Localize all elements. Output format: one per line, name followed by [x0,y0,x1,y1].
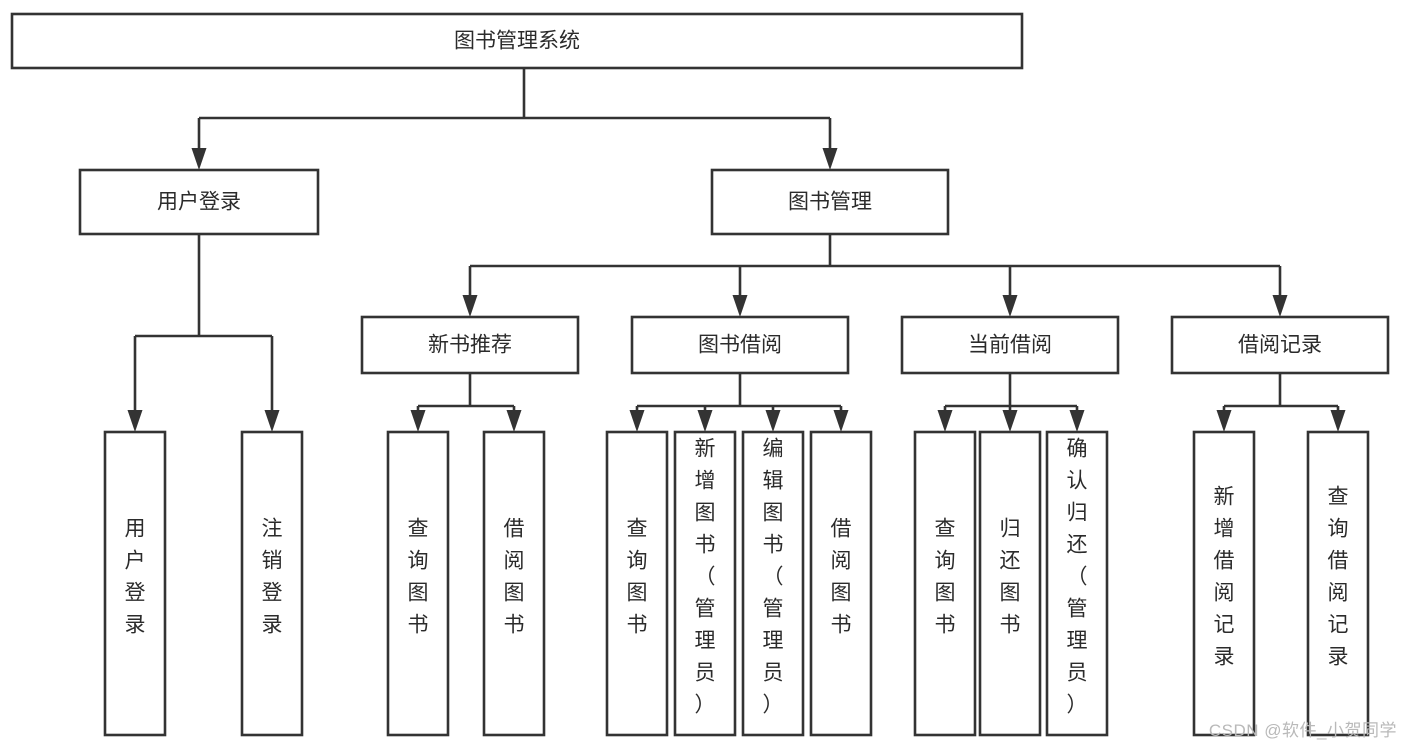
connector-group-book-borrow [629,373,849,432]
node-box[interactable] [360,315,580,375]
node-box[interactable] [630,315,850,375]
node-box[interactable] [605,430,669,737]
node-leaf-rec-query-book[interactable]: 查询图书 [386,430,450,737]
node-leaf-borrow-add-book[interactable]: 新增图书（管理员） [673,430,737,737]
arrow-head-icon [127,410,143,432]
node-book-borrow[interactable]: 图书借阅 [630,315,850,375]
node-user-login[interactable]: 用户登录 [78,168,320,236]
node-box[interactable] [1170,315,1390,375]
node-label: 用户登录 [125,518,146,637]
arrow-head-icon [1069,410,1085,432]
node-label: 图书管理 [788,191,872,214]
node-leaf-current-query-book[interactable]: 查询图书 [913,430,977,737]
node-box[interactable] [900,315,1120,375]
node-box[interactable] [741,430,805,737]
node-borrow-record[interactable]: 借阅记录 [1170,315,1390,375]
node-label: 注销登录 [262,518,283,637]
node-label: 借阅记录 [1238,334,1322,357]
node-box[interactable] [1192,430,1256,737]
connector-group-borrow-record [1216,373,1346,432]
node-label: 查询图书 [408,518,429,637]
connector-group-current-borrow [937,373,1085,432]
node-box[interactable] [386,430,450,737]
arrow-head-icon [697,410,713,432]
node-leaf-current-return-book[interactable]: 归还图书 [978,430,1042,737]
node-label: 用户登录 [157,191,241,214]
node-label: 图书借阅 [698,334,782,357]
arrow-head-icon [1272,295,1288,317]
arrow-head-icon [191,148,207,170]
node-leaf-current-confirm-return[interactable]: 确认归还（管理员） [1045,430,1109,737]
node-label: 查询借阅记录 [1328,486,1349,669]
arrow-head-icon [822,148,838,170]
node-box[interactable] [978,430,1042,737]
node-root[interactable]: 图书管理系统 [10,12,1024,70]
node-leaf-borrow-query-book[interactable]: 查询图书 [605,430,669,737]
node-box[interactable] [809,430,873,737]
node-box[interactable] [10,12,1024,70]
arrow-head-icon [1216,410,1232,432]
node-label: 新增借阅记录 [1214,486,1235,669]
node-label: 当前借阅 [968,334,1052,357]
nodes-layer: 图书管理系统用户登录图书管理新书推荐图书借阅当前借阅借阅记录用户登录注销登录查询… [10,12,1390,737]
arrow-head-icon [937,410,953,432]
node-label: 借阅图书 [504,518,525,637]
node-leaf-user-logout[interactable]: 注销登录 [240,430,304,737]
node-leaf-borrow-edit-book[interactable]: 编辑图书（管理员） [741,430,805,737]
node-label: 借阅图书 [831,518,852,637]
node-box[interactable] [710,168,950,236]
node-label: 新增图书（管理员） [695,438,716,717]
arrow-head-icon [1002,295,1018,317]
arrow-head-icon [462,295,478,317]
node-box[interactable] [482,430,546,737]
connector-group-book-manage [462,234,1288,317]
connector-group-root [191,68,838,170]
node-leaf-user-login[interactable]: 用户登录 [103,430,167,737]
node-book-manage[interactable]: 图书管理 [710,168,950,236]
node-new-book-rec[interactable]: 新书推荐 [360,315,580,375]
node-label: 图书管理系统 [454,30,580,53]
node-label: 编辑图书（管理员） [763,438,784,717]
node-leaf-rec-borrow-book[interactable]: 借阅图书 [482,430,546,737]
node-label: 归还图书 [1000,518,1021,637]
connector-group-user-login [127,234,280,432]
arrow-head-icon [833,410,849,432]
connector-group-new-book-rec [410,373,522,432]
node-box[interactable] [913,430,977,737]
node-box[interactable] [78,168,320,236]
node-label: 查询图书 [935,518,956,637]
node-label: 确认归还（管理员） [1067,438,1088,717]
arrow-head-icon [629,410,645,432]
node-box[interactable] [240,430,304,737]
arrow-head-icon [1330,410,1346,432]
csdn-watermark: CSDN @软件_小贺同学 [1208,721,1397,740]
arrow-head-icon [264,410,280,432]
arrow-head-icon [506,410,522,432]
connectors-layer [127,68,1346,432]
arrow-head-icon [732,295,748,317]
node-label: 查询图书 [627,518,648,637]
node-current-borrow[interactable]: 当前借阅 [900,315,1120,375]
arrow-head-icon [410,410,426,432]
node-box[interactable] [1306,430,1370,737]
node-leaf-record-query[interactable]: 查询借阅记录 [1306,430,1370,737]
arrow-head-icon [1002,410,1018,432]
node-leaf-record-add[interactable]: 新增借阅记录 [1192,430,1256,737]
node-box[interactable] [673,430,737,737]
node-box[interactable] [1045,430,1109,737]
node-leaf-borrow-borrow-book[interactable]: 借阅图书 [809,430,873,737]
node-box[interactable] [103,430,167,737]
arrow-head-icon [765,410,781,432]
node-label: 新书推荐 [428,334,512,357]
